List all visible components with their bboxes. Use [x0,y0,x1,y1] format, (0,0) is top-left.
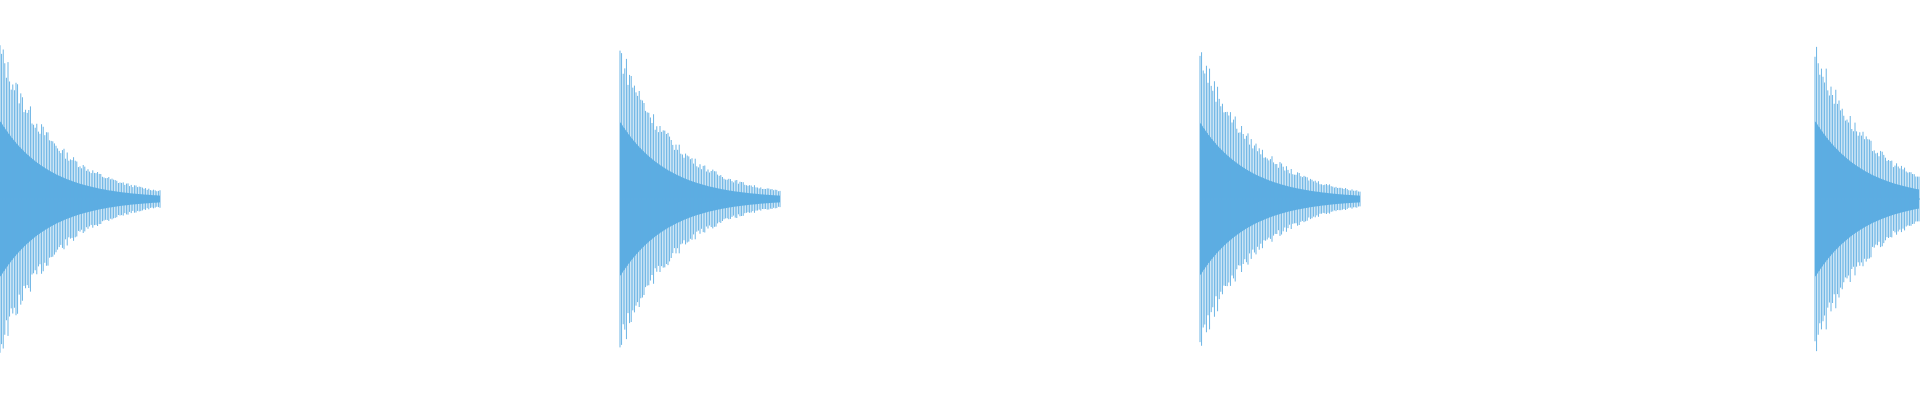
waveform-clip-1[interactable] [0,45,161,353]
waveform-clip-3[interactable] [1199,52,1361,346]
waveform-clip-2[interactable] [619,50,781,348]
waveform-clip-4[interactable] [1814,46,1920,352]
